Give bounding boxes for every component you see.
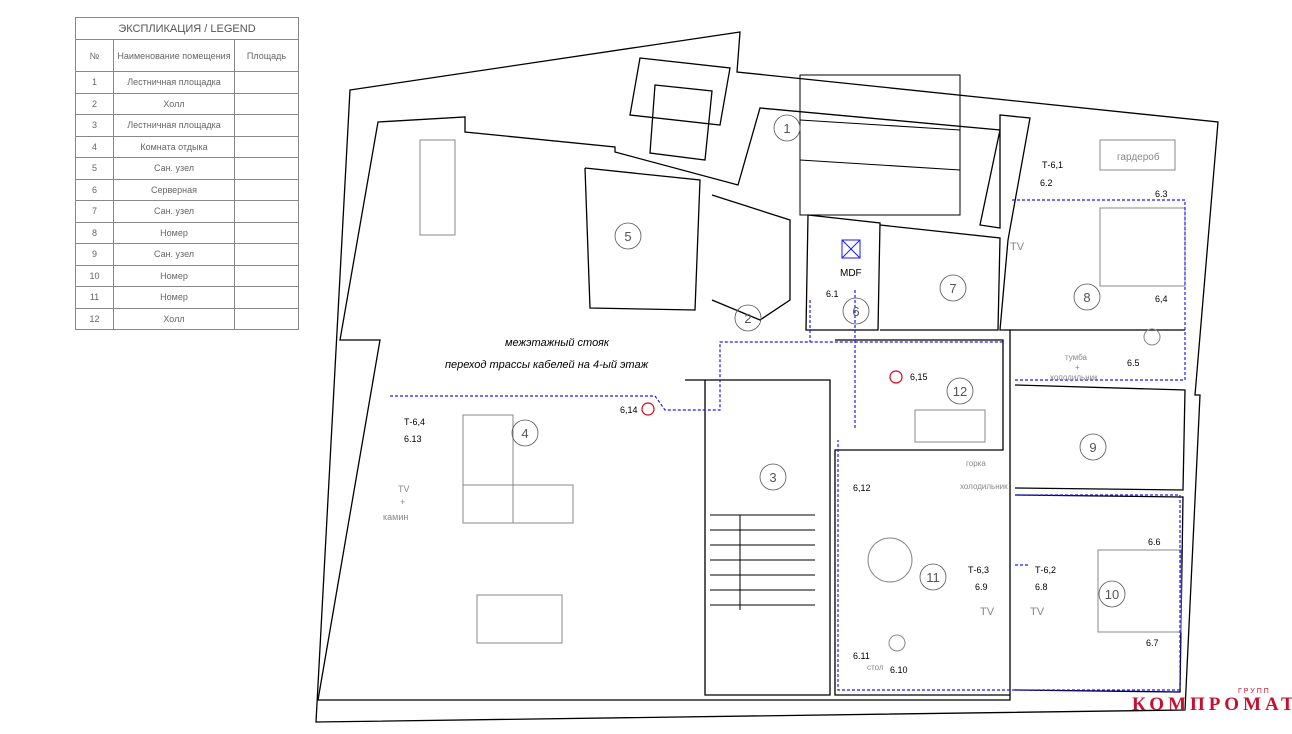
outlet-o615: 6,15: [910, 372, 928, 382]
nightstand-1: тумба: [1065, 353, 1087, 362]
room-number-6: 6: [852, 304, 859, 319]
legend-cell-area: [234, 307, 299, 330]
legend-table: ЭКСПЛИКАЦИЯ / LEGEND № Наименование поме…: [75, 17, 299, 330]
legend-cell-name: Холл: [113, 307, 235, 330]
riser-note-line2: переход трассы кабелей на 4-ый этаж: [445, 359, 649, 371]
room-number-4: 4: [521, 426, 528, 441]
riser-markers: [641, 370, 903, 416]
nightstand-2: +: [1075, 363, 1080, 372]
room-number-1: 1: [783, 121, 790, 136]
room-marker-11: [919, 563, 947, 591]
outlet-o613: 6.13: [404, 434, 422, 444]
wardrobe-label: гардероб: [1117, 151, 1160, 163]
tv-fireplace-1: TV: [398, 484, 410, 494]
room-marker-3: [759, 463, 787, 491]
legend-cell-area: [234, 92, 299, 115]
desk-label: стол: [867, 663, 884, 672]
room-marker-6: [842, 297, 870, 325]
mdf-label: MDF: [840, 268, 862, 279]
outlet-o64: 6,4: [1155, 294, 1168, 304]
legend-header-area: Площадь: [234, 39, 299, 72]
legend-header-name: Наименование помещения: [113, 39, 235, 72]
watermark: КОМПРОМАТ: [1132, 694, 1292, 715]
room-marker-8: [1073, 283, 1101, 311]
room-number-12: 12: [953, 384, 967, 399]
outlet-o63: 6.3: [1155, 189, 1168, 199]
room-marker-5: [614, 222, 642, 250]
room-number-11: 11: [926, 570, 940, 585]
outlet-o69: 6.9: [975, 582, 988, 592]
outlet-t62: Т-6,2: [1035, 565, 1056, 575]
room-number-8: 8: [1083, 290, 1090, 305]
room-number-5: 5: [624, 229, 631, 244]
outlet-o66: 6.6: [1148, 537, 1161, 547]
slide-fridge-1: горка: [966, 459, 986, 468]
furniture: [419, 139, 1186, 652]
tv-label-3: TV: [1030, 606, 1045, 618]
room-number-3: 3: [769, 470, 776, 485]
room-marker-1: [773, 114, 801, 142]
tv-fireplace-3: камин: [383, 512, 408, 522]
outlet-o611: 6.11: [853, 651, 870, 661]
outlet-t64: Т-6,4: [404, 417, 425, 427]
room-number-10: 10: [1105, 587, 1119, 602]
outlet-o614: 6,14: [620, 405, 638, 415]
tv-label-1: TV: [1010, 241, 1025, 253]
outlet-o610: 6.10: [890, 665, 908, 675]
outlet-o612: 6,12: [853, 483, 871, 493]
outlet-o62: 6.2: [1040, 178, 1053, 188]
mdf-cabinet: [841, 239, 861, 259]
room-number-2: 2: [744, 311, 751, 326]
room-marker-12: [946, 377, 974, 405]
room-number-9: 9: [1089, 440, 1096, 455]
outlet-o61: 6.1: [826, 289, 839, 299]
outlet-o68: 6.8: [1035, 582, 1048, 592]
riser-note-line1: межэтажный стояк: [505, 337, 610, 349]
room-marker-9: [1079, 433, 1107, 461]
legend-cell-area: [234, 71, 299, 94]
room-marker-2: [734, 304, 762, 332]
tv-fireplace-2: +: [400, 497, 405, 507]
outlet-o67: 6.7: [1146, 638, 1159, 648]
cable-routes: [390, 199, 1186, 691]
outlet-t63: Т-6,3: [968, 565, 989, 575]
room-marker-10: [1098, 580, 1126, 608]
outlet-t61: Т-6,1: [1042, 160, 1063, 170]
room-marker-4: [511, 419, 539, 447]
watermark-sub: ГРУПП: [1238, 688, 1271, 695]
slide-fridge-2: холодильник: [960, 482, 1008, 491]
tv-label-2: TV: [980, 606, 995, 618]
legend-cell-num: 1: [75, 71, 114, 94]
legend-cell-name: Лестничная площадка: [113, 71, 235, 94]
room-number-7: 7: [949, 281, 956, 296]
outlet-o65: 6.5: [1127, 358, 1140, 368]
nightstand-3: холодильник: [1050, 373, 1098, 382]
stairs: [710, 74, 961, 610]
room-marker-7: [939, 274, 967, 302]
